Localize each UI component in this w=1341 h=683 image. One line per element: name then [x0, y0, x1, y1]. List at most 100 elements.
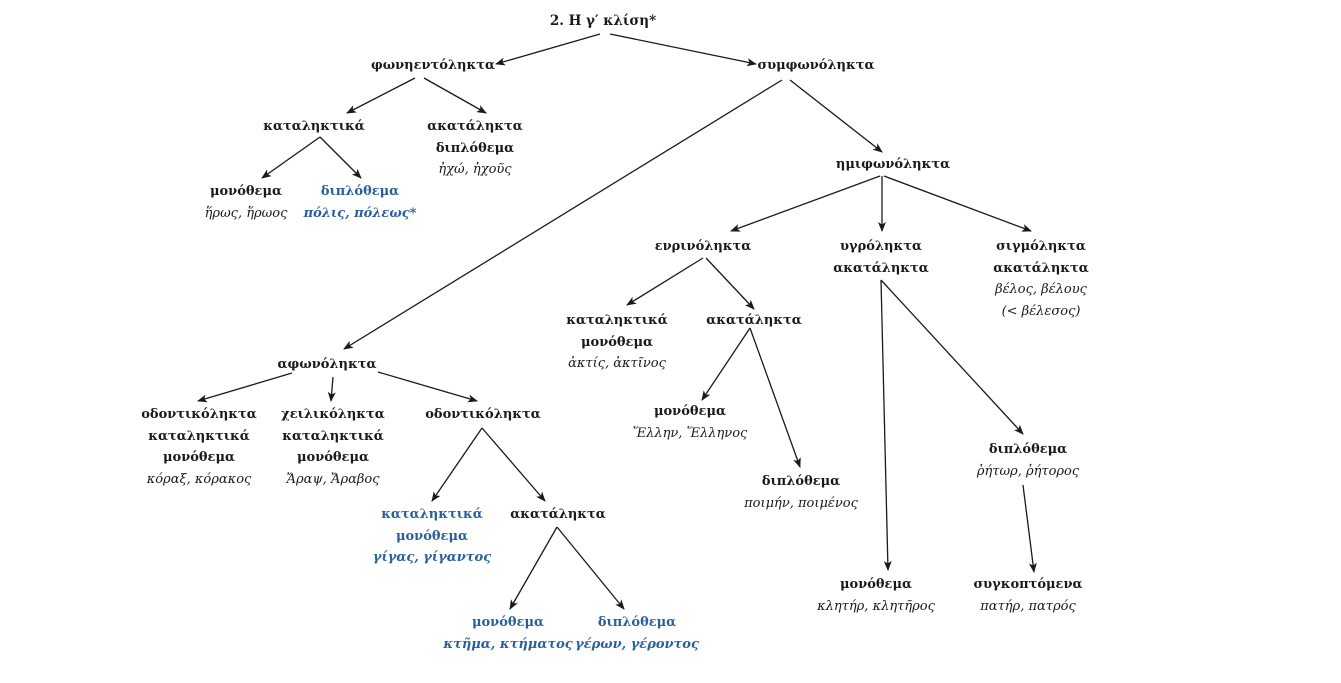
arrow-fonientolikta-to-akatalikta [423, 77, 487, 114]
arrow-enrin-akatalikta-to-monothema [701, 327, 751, 401]
diagram-title-text: 2. Η γ′ κλίση* [549, 13, 657, 29]
node-label: ημιφωνόληκτα [835, 157, 951, 172]
arrow-enrinolikta-to-akatalikta [705, 257, 755, 310]
node-example: πατήρ, πατρός [980, 598, 1076, 614]
node-label: μονόθεμα [472, 615, 544, 630]
node-label: καταληκτικά [381, 507, 483, 522]
arrow-symfonolikta-to-afonolikta [343, 79, 783, 350]
node-label: σιγμόληκτα [996, 239, 1086, 254]
arrow-ygrolikta-to-monothema [880, 279, 892, 571]
node-enrinolikta: ενρινόληκτα [655, 236, 752, 258]
arrow-afonolikta-to-odontikolikta-2 [377, 371, 478, 403]
arrow-root-to-fonientolikta [495, 33, 601, 66]
node-label: υγρόληκτα [840, 239, 922, 254]
node-afonolikta: αφωνόληκτα [278, 354, 377, 376]
node-enrin-monothema: μονόθεμα Ἕλλην, Ἕλληνος [633, 401, 748, 444]
node-label: ενρινόληκτα [654, 239, 752, 254]
arrow-odont-akatalikta-to-diplothema [556, 526, 625, 610]
node-enrin-akatalikta: ακατάληκτα [706, 310, 802, 332]
node-label: ακατάληκτα [706, 313, 802, 328]
node-example: (< βέλεσος) [1001, 303, 1081, 319]
node-ygro-diplothema: διπλόθεμα ῥήτωρ, ῥήτορος [977, 439, 1079, 482]
arrow-odont-akatalikta-to-monothema [509, 526, 558, 610]
node-label: διπλόθεμα [320, 184, 400, 199]
node-odont-monothema: μονόθεμα κτῆμα, κτήματος [443, 612, 572, 655]
node-enrin-diplothema: διπλόθεμα ποιμήν, ποιμένος [744, 471, 858, 514]
node-odontikolikta-2: οδοντικόληκτα [425, 404, 541, 426]
node-ygro-monothema: μονόθεμα κλητήρ, κλητῆρος [817, 574, 935, 617]
arrow-fonientolikta-to-kataliktika [346, 77, 416, 114]
node-label: μονόθεμα [654, 404, 726, 419]
node-label: οδοντικόληκτα [425, 407, 541, 422]
node-label: καταληκτικά [282, 428, 384, 444]
node-example: κόραξ, κόρακος [146, 471, 252, 487]
arrow-afonolikta-to-xeilikolikta [327, 376, 336, 402]
arrow-kataliktika-to-diplothema [319, 136, 362, 179]
node-example: βέλος, βέλους [995, 282, 1087, 297]
node-label: ακατάληκτα [833, 260, 929, 276]
node-label: μονόθεμα [163, 450, 235, 465]
node-example: ποιμήν, ποιμένος [744, 495, 858, 511]
node-odont-kataliktika: καταληκτικά μονόθεμα γίγας, γίγαντος [373, 504, 491, 569]
arrow-imifonolikta-to-sigmolikta [883, 175, 1032, 232]
node-example: πόλις, πόλεως* [303, 205, 417, 221]
node-monothema-1: μονόθεμα ἥρως, ἥρωος [205, 181, 288, 224]
node-xeilikolikta: χειλικόληκτα καταληκτικά μονόθεμα Ἄραψ, … [281, 404, 385, 490]
node-example: γέρων, γέροντος [575, 636, 699, 652]
node-label: ακατάληκτα [427, 119, 523, 134]
node-label: μονόθεμα [210, 184, 282, 199]
node-label: διπλόθεμα [988, 442, 1068, 457]
node-example: γίγας, γίγαντος [372, 550, 492, 565]
node-label: μονόθεμα [396, 528, 468, 544]
node-example: ῥήτωρ, ῥήτορος [976, 463, 1080, 479]
arrow-odontikolikta-2-to-akatalikta [481, 427, 546, 502]
arrow-symfonolikta-to-imifonolikta [789, 79, 883, 153]
node-example: ἀκτίς, ἀκτῖνος [568, 356, 666, 371]
arrow-enrinolikta-to-kataliktika [626, 257, 704, 306]
node-enrin-kataliktika: καταληκτικά μονόθεμα ἀκτίς, ἀκτῖνος [566, 310, 668, 375]
diagram-title: 2. Η γ′ κλίση* [550, 11, 656, 33]
node-example: κλητήρ, κλητῆρος [817, 598, 935, 614]
arrow-imifonolikta-to-enrinolikta [730, 175, 881, 232]
node-label: καταληκτικά [566, 313, 668, 328]
node-label: μονόθεμα [581, 334, 653, 350]
node-label: φωνηεντόληκτα [370, 58, 496, 73]
node-odont-akatalikta: ακατάληκτα [510, 504, 606, 526]
arrow-enrin-akatalikta-to-diplothema [749, 327, 801, 468]
arrow-ygrolikta-to-diplothema [880, 279, 1024, 435]
node-akatalikta-1: ακατάληκτα διπλόθεμα ἠχώ, ἠχοῦς [427, 116, 523, 181]
node-kataliktika-1: καταληκτικά [263, 116, 365, 138]
node-label: καταληκτικά [263, 119, 365, 134]
node-label: καταληκτικά [148, 428, 250, 444]
node-ygrolikta: υγρόληκτα ακατάληκτα [833, 236, 929, 279]
arrow-kataliktika-to-monothema [261, 136, 321, 179]
node-label: οδοντικόληκτα [141, 407, 257, 422]
node-odont-diplothema: διπλόθεμα γέρων, γέροντος [575, 612, 699, 655]
node-example: ἥρως, ἥρωος [204, 205, 288, 221]
node-label: διπλόθεμα [597, 615, 677, 630]
node-example: Ἄραψ, Ἄραβος [286, 471, 380, 487]
node-diplothema-1: διπλόθεμα πόλις, πόλεως* [304, 181, 417, 224]
node-example: ἠχώ, ἠχοῦς [438, 162, 512, 177]
arrow-odontikolikta-2-to-kataliktika [431, 427, 483, 502]
node-label: συμφωνόληκτα [757, 58, 875, 73]
node-label: ακατάληκτα [993, 260, 1089, 276]
node-label: μονόθεμα [297, 450, 369, 465]
node-label: χειλικόληκτα [281, 407, 385, 422]
node-label: μονόθεμα [840, 577, 912, 592]
node-symfonolikta: συμφωνόληκτα [757, 55, 874, 77]
node-fonientolikta: φωνηεντόληκτα [371, 55, 495, 77]
node-example: κτῆμα, κτήματος [443, 636, 573, 652]
node-synkoptomena: συγκοπτόμενα πατήρ, πατρός [974, 574, 1083, 617]
node-label: διπλόθεμα [761, 474, 841, 489]
node-label: διπλόθεμα [435, 140, 515, 156]
node-label: συγκοπτόμενα [973, 577, 1083, 592]
arrow-afonolikta-to-odontikolikta-1 [197, 372, 293, 403]
node-odontikolikta-1: οδοντικόληκτα καταληκτικά μονόθεμα κόραξ… [141, 404, 257, 490]
node-label: αφωνόληκτα [277, 357, 377, 372]
node-example: Ἕλλην, Ἕλληνος [632, 425, 748, 441]
node-label: ακατάληκτα [510, 507, 606, 522]
node-sigmolikta: σιγμόληκτα ακατάληκτα βέλος, βέλους (< β… [993, 236, 1089, 322]
arrow-diplothema-to-synkoptomena [1022, 484, 1037, 573]
